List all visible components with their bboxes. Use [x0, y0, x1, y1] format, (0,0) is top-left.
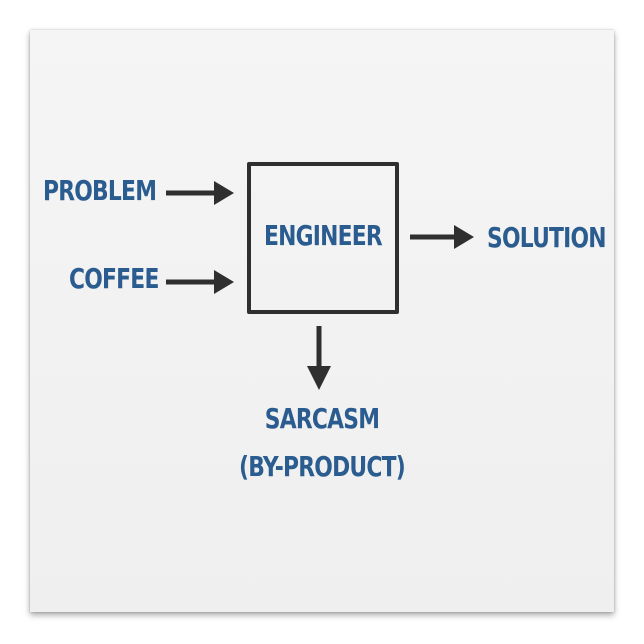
input-label-problem: PROBLEM [43, 174, 157, 207]
photo-print [30, 30, 614, 612]
arrow-engineer-to-solution [410, 225, 474, 249]
input-label-coffee: COFFEE [69, 262, 159, 295]
arrow-coffee-to-engineer [166, 270, 234, 294]
arrow-engineer-to-sarcasm [307, 326, 331, 390]
process-label: ENGINEER [264, 219, 383, 252]
byproduct-label-sarcasm: SARCASM [264, 402, 380, 435]
arrow-problem-to-engineer [166, 181, 234, 205]
print-surface [30, 30, 614, 612]
process-box [247, 162, 399, 314]
byproduct-label-note: (BY-PRODUCT) [239, 450, 406, 483]
output-label-solution: SOLUTION [487, 221, 607, 254]
